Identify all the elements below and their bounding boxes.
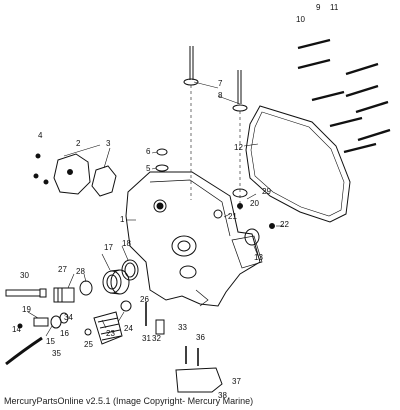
copyright-footer: MercuryPartsOnline v2.5.1 (Image Copyrig… [4, 396, 254, 406]
callout-1: 1 [120, 215, 125, 224]
o-ring [244, 228, 260, 246]
callout-37: 37 [232, 377, 241, 386]
callout-19: 19 [22, 305, 31, 314]
callout-6: 6 [146, 147, 151, 156]
screw-head [43, 179, 49, 185]
fitting [269, 223, 275, 229]
screw-head [35, 153, 41, 159]
o-ring [155, 164, 169, 172]
callout-26: 26 [140, 295, 149, 304]
hose [5, 336, 43, 366]
screw-group [297, 38, 391, 154]
callout-29: 29 [262, 187, 271, 196]
gasket-inner [250, 111, 345, 217]
seal-ring [120, 300, 132, 312]
callout-38: 38 [218, 391, 227, 400]
callout-4: 4 [38, 131, 43, 140]
bearing [102, 269, 130, 295]
callout-36: 36 [196, 333, 205, 342]
o-ring [232, 188, 248, 198]
cover-gasket [91, 165, 117, 197]
bellows-boot [93, 311, 123, 345]
o-ring [213, 209, 223, 219]
cover-hole [67, 169, 73, 175]
fitting [237, 203, 243, 209]
seal-ring [156, 148, 168, 156]
callout-32: 32 [152, 334, 161, 343]
shaft [5, 288, 47, 298]
callout-5: 5 [146, 164, 151, 173]
plug [155, 319, 165, 335]
cover-plate [53, 153, 91, 195]
callout-27: 27 [58, 265, 67, 274]
callout-18: 18 [122, 239, 131, 248]
callout-30: 30 [20, 271, 29, 280]
fitting-set [17, 312, 69, 329]
grease-fitting [84, 328, 92, 336]
callout-20: 20 [250, 199, 259, 208]
bearing-race [121, 259, 139, 281]
callout-14: 14 [12, 325, 21, 334]
callout-35: 35 [52, 349, 61, 358]
screw-head [33, 173, 39, 179]
callout-2: 2 [76, 139, 81, 148]
callout-34: 34 [64, 313, 73, 322]
callout-13: 13 [254, 253, 263, 262]
callout-22: 22 [280, 220, 289, 229]
callout-8: 8 [218, 91, 223, 100]
coupler [53, 280, 93, 303]
callout-10: 10 [296, 15, 305, 24]
callout-21: 21 [228, 212, 237, 221]
callout-31: 31 [142, 334, 151, 343]
callout-23: 23 [106, 329, 115, 338]
gear-housing [125, 171, 263, 307]
callout-24: 24 [124, 324, 133, 333]
callout-9: 9 [316, 3, 321, 12]
callout-33: 33 [178, 323, 187, 332]
callout-11: 11 [330, 3, 339, 12]
callout-3: 3 [106, 139, 111, 148]
callout-28: 28 [76, 267, 85, 276]
stud-pair [183, 46, 248, 210]
callout-16: 16 [60, 329, 69, 338]
callout-7: 7 [218, 79, 223, 88]
callout-25: 25 [84, 340, 93, 349]
mount-bracket [175, 346, 223, 393]
callout-15: 15 [46, 337, 55, 346]
callout-17: 17 [104, 243, 113, 252]
leader-lines [27, 81, 284, 337]
callout-12: 12 [234, 143, 243, 152]
